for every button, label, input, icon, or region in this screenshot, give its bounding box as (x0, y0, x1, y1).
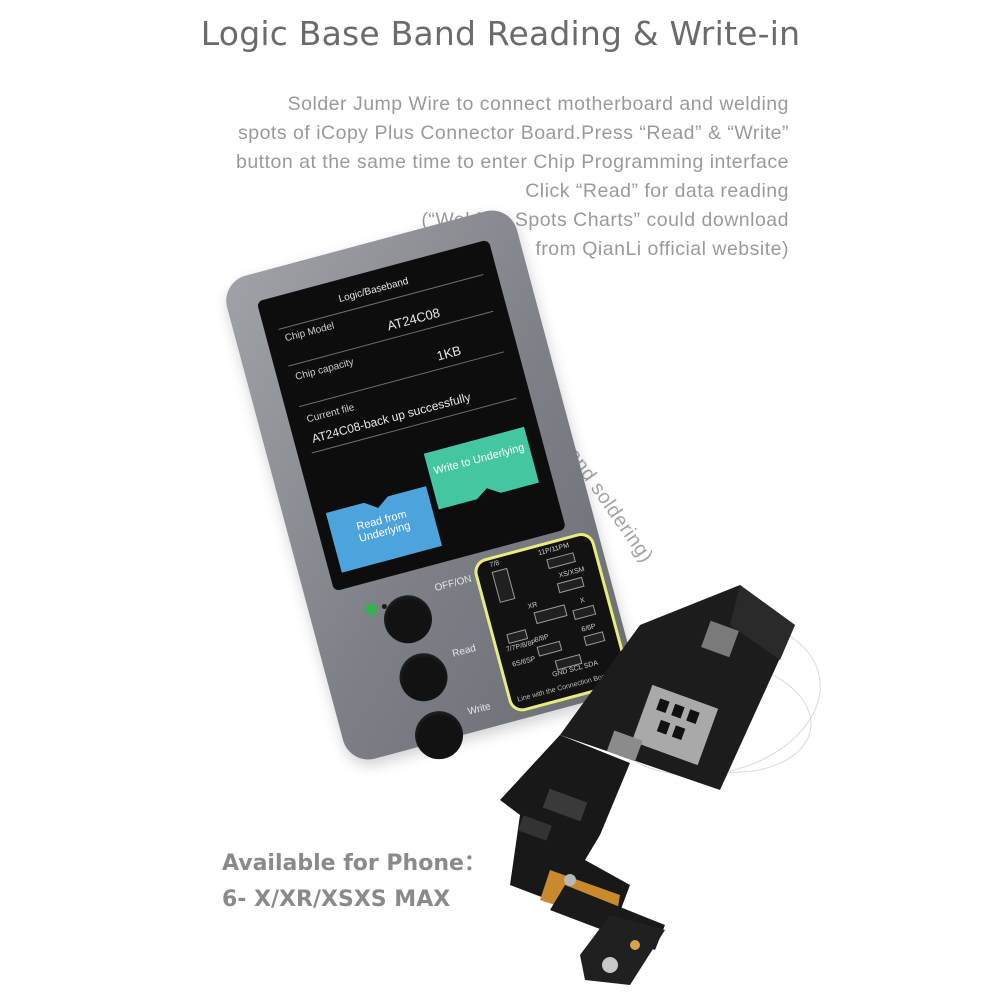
chip-model-value: AT24C08 (385, 304, 442, 334)
screen-mode: Logic/Baseband (337, 275, 410, 306)
write-button-label: Write (466, 701, 492, 718)
motherboard-upper (560, 585, 795, 790)
description: Solder Jump Wire to connect motherboard … (149, 90, 789, 264)
power-button[interactable] (378, 589, 438, 649)
write-to-underlying-button[interactable]: Write to Underlying (424, 427, 539, 510)
description-line: Solder Jump Wire to connect motherboard … (287, 93, 789, 115)
power-led (365, 603, 378, 616)
divider (299, 351, 505, 408)
power-button-label: OFF/ON (433, 573, 473, 595)
flex-connector (546, 552, 576, 570)
device-screen: Logic/Baseband Chip Model AT24C08 Chip c… (256, 239, 567, 592)
availability: Available for Phone： 6- X/XR/XSXS MAX (222, 846, 486, 918)
write-button[interactable] (409, 705, 469, 765)
motherboard-lower (500, 735, 665, 985)
read-from-underlying-button[interactable]: Read from Underlying (326, 486, 443, 573)
page-title: Logic Base Band Reading & Write-in (200, 14, 801, 53)
availability-heading: Available for Phone： (222, 851, 486, 876)
read-button-label: Read (451, 642, 478, 660)
description-line: spots of iCopy Plus Connector Board.Pres… (237, 122, 789, 144)
read-button[interactable] (394, 647, 453, 707)
description-line: Click “Read” for data reading (525, 180, 789, 202)
connector-label: 7/8 (489, 559, 501, 570)
description-line: from QianLi official website) (535, 238, 789, 260)
description-line: button at the same time to enter Chip Pr… (235, 151, 789, 173)
availability-models: 6- X/XR/XSXS MAX (222, 887, 451, 912)
logic-board (500, 585, 795, 985)
chip-capacity-value: 1KB (434, 342, 463, 364)
